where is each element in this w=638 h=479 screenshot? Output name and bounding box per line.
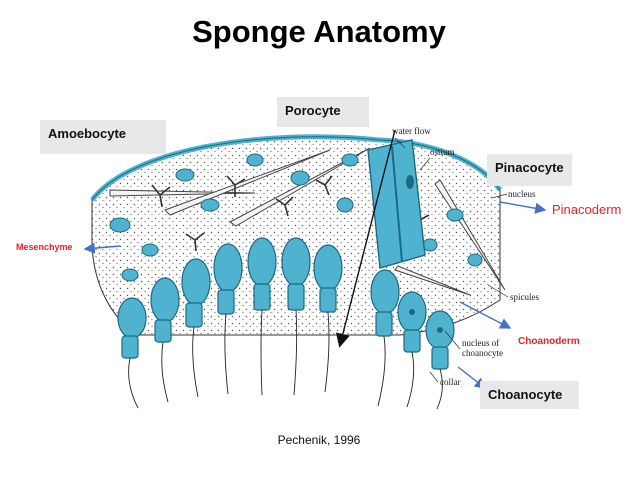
- pinacoderm-label: Pinacoderm: [552, 202, 622, 217]
- spongin-fibers: [151, 175, 430, 252]
- choanoderm-arrow: [459, 301, 512, 329]
- pinacocyte-label: Pinacocyte: [487, 154, 572, 186]
- flagella: [128, 309, 443, 410]
- porocyte-cell: [367, 139, 426, 269]
- choanoderm-label: Choanoderm: [518, 336, 580, 347]
- water-flow-text: water flow: [392, 126, 431, 136]
- water-flow-arrow: [335, 129, 396, 348]
- mesenchyme-arrow: [83, 242, 121, 254]
- nucleus-text: nucleus: [508, 189, 536, 199]
- pinacoderm-arrow: [499, 201, 547, 214]
- page-title: Sponge Anatomy: [192, 14, 446, 49]
- amoebocyte-label: Amoebocyte: [40, 120, 166, 154]
- choanocytes: [117, 237, 455, 370]
- choanocyte-small-text: choanocyte: [462, 348, 503, 358]
- choanocyte-label: Choanocyte: [480, 381, 579, 409]
- porocyte-label: Porocyte: [277, 97, 369, 127]
- choanocyte-nuclei: [409, 309, 443, 333]
- spicules: [109, 147, 506, 296]
- citation: Pechenik, 1996: [277, 433, 361, 447]
- collar-text: collar: [440, 377, 461, 387]
- spicules-text: spicules: [510, 292, 539, 302]
- mesenchyme-label: Mesenchyme: [16, 242, 73, 252]
- nucleus-of-text: nucleus of: [462, 338, 499, 348]
- amoebocytes: [109, 153, 483, 282]
- ostium-text: ostium: [430, 147, 455, 157]
